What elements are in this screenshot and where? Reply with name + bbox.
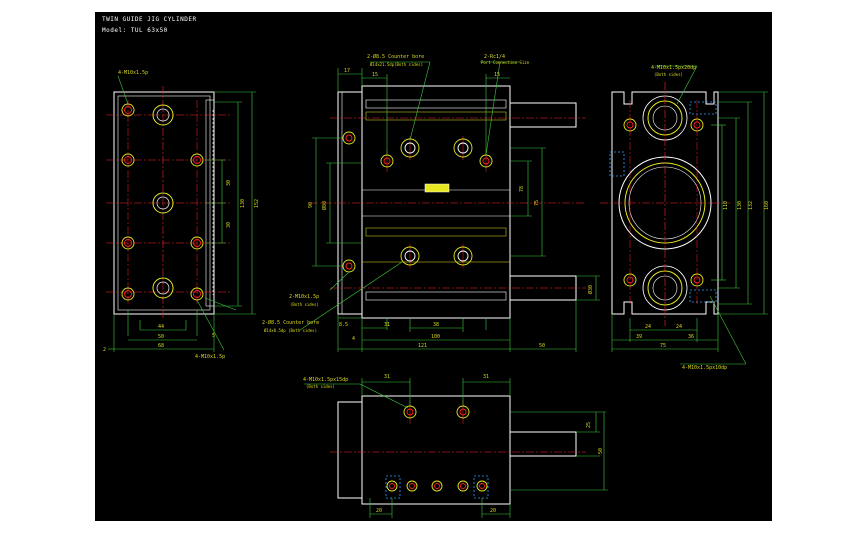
right-dim-110: 110 [723,201,729,210]
left-tap-holes [121,103,204,301]
front-dim-8-5: 8.5 [339,322,348,328]
bottom-dim-lines [304,378,608,518]
front-callout-bore-bottom: 2-Ø8.5 Counter bore [262,319,319,326]
front-dim-50: 50 [539,343,545,349]
front-callout-port-sub: Port Connection Size [481,60,530,65]
front-dim-rod: Ø30 [587,285,594,294]
right-dim-24b: 24 [676,324,682,330]
left-dim-30b: 30 [226,222,232,228]
front-dim-78: 78 [519,186,525,192]
bottom-dim-31a: 31 [384,374,390,380]
front-dim-75: 75 [534,200,540,206]
right-dim-75: 75 [660,343,666,349]
right-tap-holes [623,118,704,287]
bottom-flange [337,401,363,499]
front-callout-port: 2-Rc1/4 [484,54,505,60]
drawing-model: Model: TUL 63x50 [102,27,168,34]
right-dim-130: 130 [737,201,743,210]
bottom-hidden-lines [385,475,489,499]
left-dim-lines [108,75,256,352]
right-dim-132: 132 [748,201,754,210]
bottom-callout: 4-M10x1.5px15dp [303,377,348,383]
bottom-rod [509,431,577,457]
right-dim-160: 160 [764,201,770,210]
bottom-callout-sub: (Both sides) [306,384,335,389]
front-body [361,85,511,319]
front-dim-100: 100 [431,334,440,340]
bottom-dim-20b: 20 [490,508,496,514]
drawing-title: TWIN GUIDE JIG CYLINDER [102,16,197,23]
front-dim-31: 31 [384,322,390,328]
right-hidden-lines [609,101,717,303]
left-callout-top: 4-M10x1.5p [118,70,148,76]
bottom-dim-31b: 31 [483,374,489,380]
bottom-dim-20a: 20 [376,508,382,514]
right-view: 4-M10x1.5px20dp (Both sides) 4-M10x1.5px… [600,65,770,371]
left-bore-bottom [152,277,174,299]
bottom-dim-25: 25 [586,422,592,428]
front-callout-bore-bottom-sub: Ø14x8.5dp (Both sides) [264,328,317,333]
right-dim-lines [611,65,768,365]
bottom-holes [386,405,488,492]
right-dim-39: 39 [636,334,642,340]
front-callout-left-tap: 2-M10x1.5p [289,294,319,300]
left-dim-50: 50 [158,334,164,340]
left-bore-center [152,192,174,214]
front-dim-17: 17 [344,68,350,74]
right-callout-top-sub: (Both sides) [654,72,683,77]
left-dim-44: 44 [158,324,164,330]
right-callout-bottom: 4-M10x1.5px10dp [682,365,727,371]
right-callout-top: 4-M10x1.5px20dp [651,65,696,71]
left-callout-bottom: 4-M10x1.5p [195,354,225,360]
left-dim-152: 152 [254,199,260,208]
bottom-view: 4-M10x1.5px15dp (Both sides) 31 31 25 50… [303,374,608,518]
left-view: 4-M10x1.5p 4-M10x1.5p 30 30 130 152 44 5… [103,70,260,360]
front-callout-bore-top: 2-Ø8.5 Counter bore [367,53,424,60]
front-dim-lines [299,61,600,352]
right-dim-36: 36 [688,334,694,340]
left-dim-68: 68 [158,343,164,349]
front-dim-15a: 15 [372,72,378,78]
right-dim-24a: 24 [645,324,651,330]
front-dim-15b: 15 [494,72,500,78]
left-dim-30a: 30 [226,180,232,186]
left-dim-2: 2 [103,347,106,353]
left-dim-5: 5 [212,333,215,339]
front-dim-121: 121 [418,343,427,349]
bottom-dim-50: 50 [598,448,604,454]
front-view: 2-Ø8.5 Counter bore Ø14x21.5dp(Both side… [262,53,600,352]
front-dim-4: 4 [352,336,355,342]
front-dim-80: Ø80 [321,201,328,210]
front-callout-bore-top-sub: Ø14x21.5dp(Both sides) [370,62,423,67]
left-dim-130: 130 [240,199,246,208]
front-holes [342,131,493,273]
front-rod-top [509,102,577,128]
front-dim-90: 90 [308,202,314,208]
front-dim-38: 38 [433,322,439,328]
left-bore-top [152,104,174,126]
front-callout-left-tap-sub: (Both sides) [290,302,319,307]
nameplate [424,183,450,193]
